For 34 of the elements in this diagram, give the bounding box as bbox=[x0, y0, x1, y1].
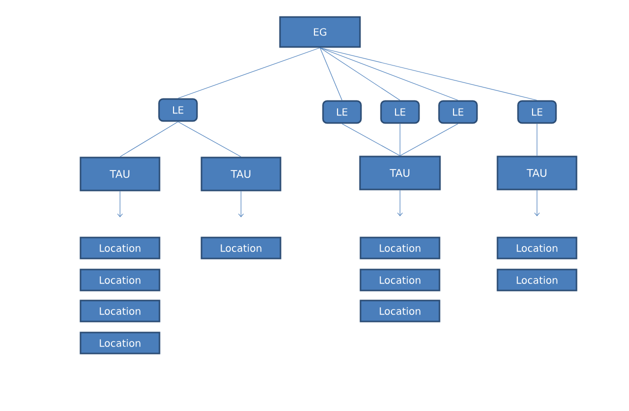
arrow bbox=[238, 190, 244, 218]
location-box: Location bbox=[360, 236, 440, 260]
root-box: EG bbox=[279, 16, 361, 48]
connector-line bbox=[120, 121, 178, 158]
process-box: TAU bbox=[200, 156, 282, 192]
location-box: Location bbox=[80, 332, 160, 354]
connector-line bbox=[536, 123, 538, 156]
process-box: TAU bbox=[496, 156, 578, 190]
rounded-box: LE bbox=[322, 100, 362, 124]
connector-line bbox=[320, 47, 400, 101]
location-box: Location bbox=[360, 300, 440, 322]
connector-line bbox=[320, 47, 458, 101]
arrow bbox=[534, 190, 540, 216]
rounded-box: LE bbox=[438, 100, 478, 124]
location-box: Location bbox=[80, 236, 160, 260]
process-box: TAU bbox=[80, 156, 160, 192]
arrow bbox=[397, 190, 403, 216]
location-box: Location bbox=[496, 236, 578, 260]
process-box: TAU bbox=[359, 156, 441, 190]
connector-line bbox=[320, 47, 342, 101]
location-box: Location bbox=[360, 268, 440, 292]
connector-line bbox=[178, 47, 320, 99]
location-box: Location bbox=[80, 300, 160, 322]
connector-line bbox=[320, 47, 538, 101]
location-box: Location bbox=[200, 236, 282, 260]
rounded-box: LE bbox=[158, 98, 198, 122]
connector-line bbox=[342, 123, 400, 156]
arrow bbox=[117, 190, 123, 218]
connector-line bbox=[400, 123, 458, 156]
connector-line bbox=[178, 121, 242, 158]
location-box: Location bbox=[496, 268, 578, 292]
location-box: Location bbox=[80, 268, 160, 292]
rounded-box: LE bbox=[380, 100, 420, 124]
rounded-box: LE bbox=[517, 100, 557, 124]
